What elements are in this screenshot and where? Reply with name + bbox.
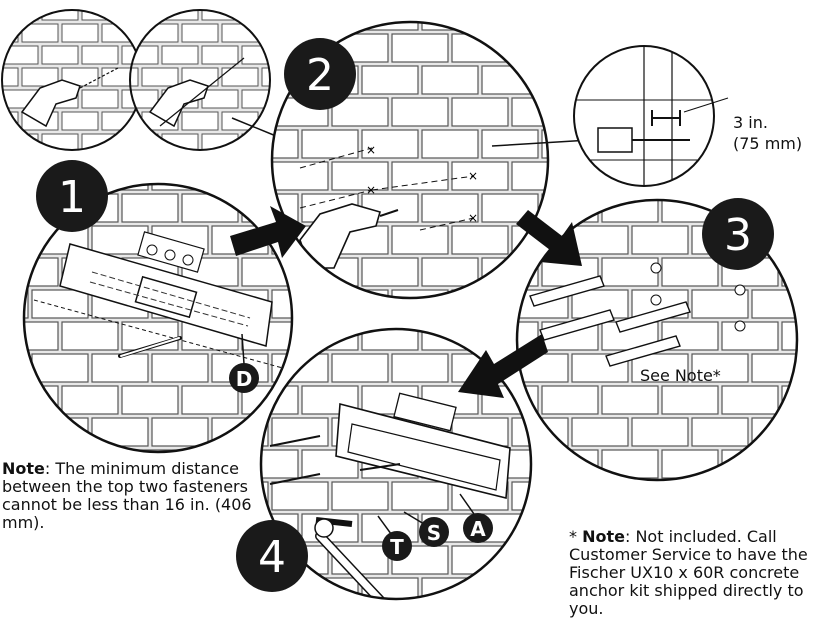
step-3-badge: 3 <box>702 198 774 270</box>
svg-text:×: × <box>366 143 376 157</box>
see-note-label: See Note* <box>640 366 721 385</box>
step-2-badge: 2 <box>284 38 356 110</box>
part-d-label: D <box>236 367 253 391</box>
note-right-prefix: * <box>569 527 583 546</box>
flow-arrow-2-to-3 <box>516 210 582 266</box>
step-4-number: 4 <box>258 532 286 583</box>
note-right-text: : Not included. Call Customer Service to… <box>569 527 808 618</box>
step-2-number: 2 <box>306 50 334 101</box>
part-s-label: S <box>427 521 441 545</box>
note-left-label: Note <box>2 459 45 478</box>
part-t-badge: T <box>382 531 412 561</box>
drill-detail-circle-left <box>1 9 143 151</box>
depth-metric: (75 mm) <box>733 134 802 153</box>
note-right-label: Note <box>582 527 625 546</box>
part-a-badge: A <box>463 513 493 543</box>
part-d-badge: D <box>229 363 259 393</box>
svg-text:×: × <box>366 183 376 197</box>
anchor-kit-note: * Note: Not included. Call Customer Serv… <box>569 528 819 618</box>
flow-arrow-3-to-4 <box>458 334 548 398</box>
step-3-number: 3 <box>724 210 752 261</box>
svg-text:×: × <box>468 211 478 225</box>
drill-detail-circle-right <box>129 9 271 151</box>
svg-text:×: × <box>468 169 478 183</box>
fastener-distance-note: Note: The minimum distance between the t… <box>2 460 272 532</box>
note-left-text: : The minimum distance between the top t… <box>2 459 252 532</box>
part-s-badge: S <box>419 517 449 547</box>
step-1-number: 1 <box>58 172 86 223</box>
part-t-label: T <box>390 535 404 559</box>
flow-arrow-1-to-2 <box>230 206 306 258</box>
part-a-label: A <box>470 517 486 541</box>
step-4-badge: 4 <box>236 520 308 592</box>
depth-detail-circle <box>573 45 729 187</box>
step-1-badge: 1 <box>36 160 108 232</box>
depth-imperial: 3 in. <box>733 113 768 132</box>
